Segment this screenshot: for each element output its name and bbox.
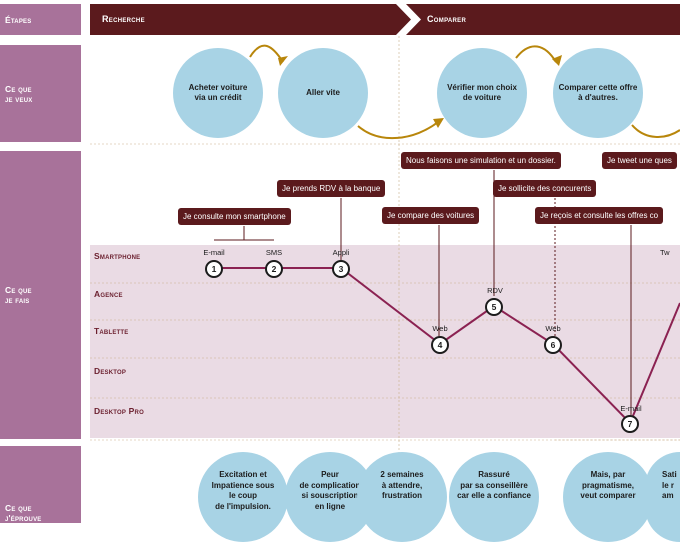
stage-recherche-bg (90, 4, 411, 35)
channel-agence: Agence (94, 289, 123, 299)
want-bubble-1: Acheter voiture via un crédit (173, 48, 263, 138)
touchpoint-node-1: 1 (205, 260, 223, 278)
row-label-eprouve: Ce que j'éprouve (0, 446, 81, 523)
stages-label: Étapes (5, 14, 32, 25)
channel-desktop: Desktop (94, 366, 127, 376)
arrow-2-to-3 (357, 121, 439, 139)
grid-guides (90, 36, 680, 523)
stages-row-label: Étapes (0, 4, 81, 35)
feeling-bubble-3: 2 semaines à attendre, frustration (357, 452, 447, 542)
action-tag-6: Je reçois et consulte les offres co (535, 207, 664, 224)
feeling-bubble-5: Mais, par pragmatisme, veut comparer (563, 452, 653, 542)
channel-desktop-pro: Desktop Pro (94, 406, 144, 416)
touchpoint-label-8: Tw (660, 248, 670, 257)
action-tag-7: Je tweet une ques (602, 152, 677, 169)
action-tag-4: Nous faisons une simulation et un dossie… (401, 152, 561, 169)
touchpoint-label-3: Appli (332, 248, 350, 257)
arrow-3-to-4 (515, 45, 557, 63)
arrow-4-out (631, 124, 680, 138)
touchpoint-node-3: 3 (332, 260, 350, 278)
journey-path (214, 267, 680, 425)
stage-comparer-bg (406, 4, 680, 35)
want-bubble-3: Vérifier mon choix de voiture (437, 48, 527, 138)
touchpoint-label-1: E-mail (203, 248, 225, 257)
action-tag-1: Je consulte mon smartphone (178, 208, 291, 225)
want-bubble-2: Aller vite (278, 48, 368, 138)
touchpoint-node-4: 4 (431, 336, 449, 354)
feeling-bubble-1: Excitation et Impatience sous le coup de… (198, 452, 288, 542)
stage-header-bar (90, 4, 680, 35)
touchpoint-label-7: E-mail (620, 404, 642, 413)
channel-tablette: Tablette (94, 326, 129, 336)
touchpoint-node-2: 2 (265, 260, 283, 278)
action-tag-3: Je compare des voitures (382, 207, 480, 224)
feeling-bubble-4: Rassuré par sa conseillère car elle a co… (449, 452, 539, 542)
touchpoint-label-5: RDV (487, 286, 503, 295)
channel-smartphone: Smartphone (94, 251, 141, 261)
row-label-fais: Ce que je fais (0, 151, 81, 439)
row-label-veux: Ce que je veux (0, 45, 81, 142)
want-arrows (249, 44, 680, 139)
want-bubble-4: Comparer cette offre à d'autres. (553, 48, 643, 138)
action-tag-5: Je sollicite des concurents (493, 180, 597, 197)
touchpoint-label-2: SMS (265, 248, 283, 257)
touchpoint-label-4: Web (432, 324, 448, 333)
touchpoint-node-7: 7 (621, 415, 639, 433)
channel-band (90, 245, 680, 438)
touchpoint-node-5: 5 (485, 298, 503, 316)
stage-recherche: Recherche (102, 14, 145, 24)
touchpoint-node-6: 6 (544, 336, 562, 354)
action-tag-2: Je prends RDV à la banque (277, 180, 386, 197)
stage-comparer: Comparer (427, 14, 467, 24)
touchpoint-label-6: Web (545, 324, 561, 333)
action-connectors (214, 170, 632, 415)
